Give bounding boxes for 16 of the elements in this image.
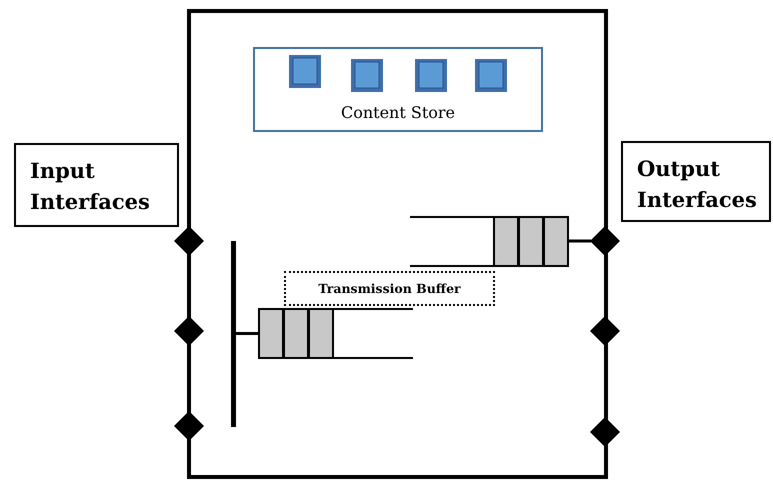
- queue-drawing: [258, 308, 413, 359]
- port-diamond: [590, 226, 620, 256]
- port-diamond: [174, 316, 204, 346]
- port-diamond: [174, 226, 204, 256]
- bus-bar: [231, 241, 236, 427]
- buffer-label-box: Transmission Buffer: [284, 271, 495, 306]
- port-diamond: [174, 411, 204, 441]
- content-store-box: Content Store: [253, 47, 543, 132]
- interface-label-box: Input Interfaces: [14, 143, 179, 227]
- queue-drawing: [410, 216, 568, 267]
- interface-label-box: Output Interfaces: [621, 141, 771, 222]
- router-box: [187, 9, 608, 479]
- port-diamond: [590, 316, 620, 346]
- port-diamond: [590, 417, 620, 447]
- connector-line: [568, 240, 591, 242]
- connector-line: [236, 332, 258, 335]
